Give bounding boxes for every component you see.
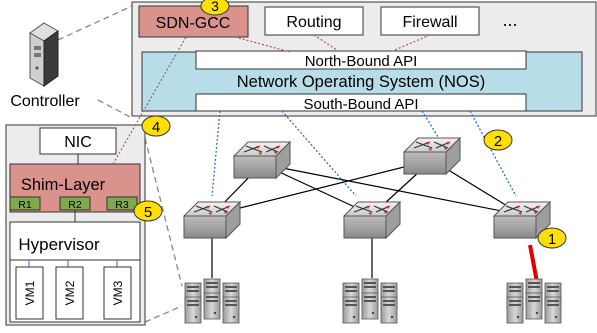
nic-label: NIC: [64, 134, 92, 151]
switch-icon: [233, 141, 291, 179]
marker-2: 2: [483, 129, 513, 151]
app-api-links: [234, 34, 431, 53]
south-bound-api: [195, 93, 527, 112]
server-rack-icon: [343, 279, 397, 323]
marker-3: 3: [200, 0, 230, 16]
host-zoom-line: [144, 305, 183, 323]
controller-zoom-line: [97, 99, 133, 119]
rate-limiter-label: R3: [115, 199, 129, 211]
more-apps-ellipsis: ...: [502, 10, 517, 30]
control-plane-links: [211, 110, 517, 197]
rate-limiter-label: R1: [18, 199, 32, 211]
rate-limiter-label: R2: [68, 199, 82, 211]
svg-text:3: 3: [211, 0, 219, 14]
vm-1: [15, 266, 44, 320]
svg-text:2: 2: [494, 133, 502, 150]
svg-text:4: 4: [152, 119, 160, 136]
nos-label: Network Operating System (NOS): [237, 73, 485, 91]
server-rack-icon: [185, 279, 239, 323]
routing-app: [264, 6, 364, 36]
north-bound-api: [195, 50, 527, 70]
vm-3: [103, 266, 132, 320]
north-bound-api-label: North-Bound API: [305, 53, 418, 70]
firewall-label: Firewall: [402, 14, 457, 31]
congested-link: [528, 244, 539, 283]
switch-icon: [403, 137, 461, 175]
server-rack-icon: [507, 279, 561, 323]
vm-label: VM2: [63, 280, 77, 305]
controller-zoom-line: [57, 5, 133, 41]
controller-label: Controller: [10, 93, 80, 110]
sdn-gcc-app: [138, 5, 249, 38]
vm-2: [55, 266, 84, 320]
hypervisor-label: Hypervisor: [18, 235, 100, 254]
marker-5: 5: [133, 200, 163, 222]
marker-4: 4: [141, 115, 171, 137]
switch-icon: [183, 201, 241, 239]
vm-label: VM1: [23, 280, 37, 305]
switch-icon: [343, 201, 401, 239]
svg-text:1: 1: [548, 231, 556, 248]
nic-block: [39, 127, 117, 155]
rate-limiter-r1: [9, 196, 41, 211]
south-bound-api-label: South-Bound API: [303, 96, 418, 113]
vm-label: VM3: [111, 280, 125, 305]
shim-layer-label: Shim-Layer: [21, 176, 106, 194]
marker-1: 1: [537, 227, 567, 249]
host-zoom-line: [144, 137, 183, 287]
sdn-gcc-label: SDN-GCC: [156, 15, 231, 32]
shim-to-controller-link: [112, 36, 187, 165]
svg-text:5: 5: [144, 204, 152, 221]
routing-label: Routing: [286, 14, 341, 31]
rate-limiter-r3: [106, 196, 138, 211]
server-tower-icon: [29, 22, 59, 87]
